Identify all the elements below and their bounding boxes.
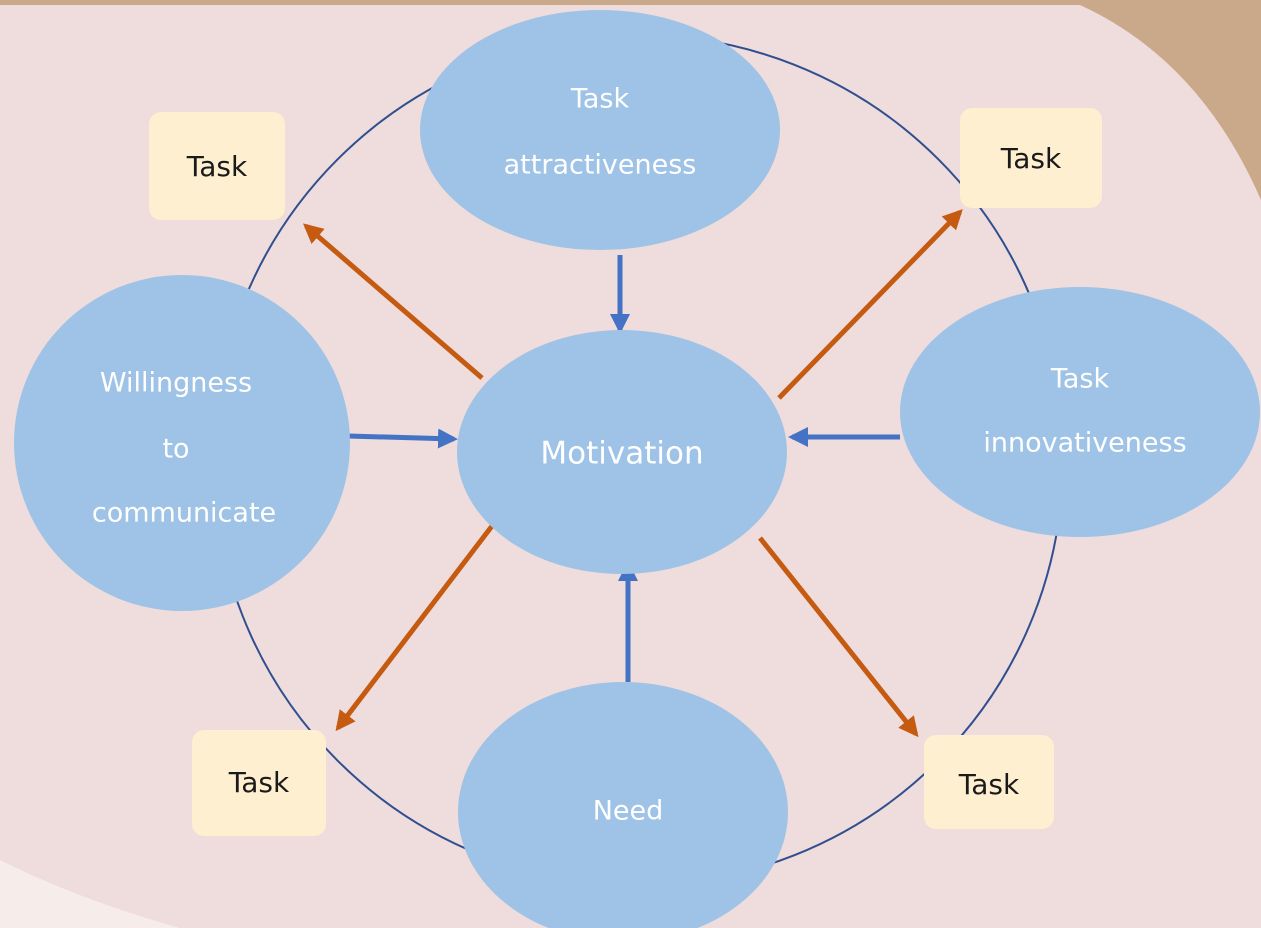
task-box-bottom-left: Task xyxy=(192,730,326,836)
task-label-top-right: Task xyxy=(1000,142,1062,175)
task-label-bottom-left: Task xyxy=(228,766,290,799)
task-label-bottom-right: Task xyxy=(958,768,1020,801)
task-box-top-right: Task xyxy=(960,108,1102,208)
node-task-innovativeness: Task innovativeness xyxy=(900,287,1260,537)
node-task-attractiveness-line2: attractiveness xyxy=(504,150,697,181)
arrow-willingness-to-motivation xyxy=(347,428,458,449)
task-box-bottom-right: Task xyxy=(924,735,1054,829)
node-willingness-line3: communicate xyxy=(92,498,276,529)
arrow-to-task-top-right xyxy=(777,209,963,400)
node-willingness-line1: Willingness xyxy=(100,368,252,399)
arrow-to-task-top-left xyxy=(302,223,484,380)
node-task-attractiveness: Task attractiveness xyxy=(420,10,780,250)
node-need: Need xyxy=(458,682,788,928)
arrow-to-task-bottom-right xyxy=(758,536,919,738)
node-task-innovativeness-line2: innovativeness xyxy=(983,428,1186,459)
node-willingness-line2: to xyxy=(162,434,189,465)
node-willingness-to-communicate: Willingness to communicate xyxy=(14,275,350,611)
corner-decoration xyxy=(0,860,180,928)
node-task-innovativeness-line1: Task xyxy=(1050,364,1110,395)
node-motivation: Motivation xyxy=(457,330,787,574)
task-label-top-left: Task xyxy=(186,150,248,183)
node-task-attractiveness-line1: Task xyxy=(570,84,630,115)
arrow-to-task-bottom-left xyxy=(335,524,494,732)
task-box-top-left: Task xyxy=(149,112,285,220)
node-need-label: Need xyxy=(593,796,664,827)
node-motivation-label: Motivation xyxy=(540,436,703,472)
